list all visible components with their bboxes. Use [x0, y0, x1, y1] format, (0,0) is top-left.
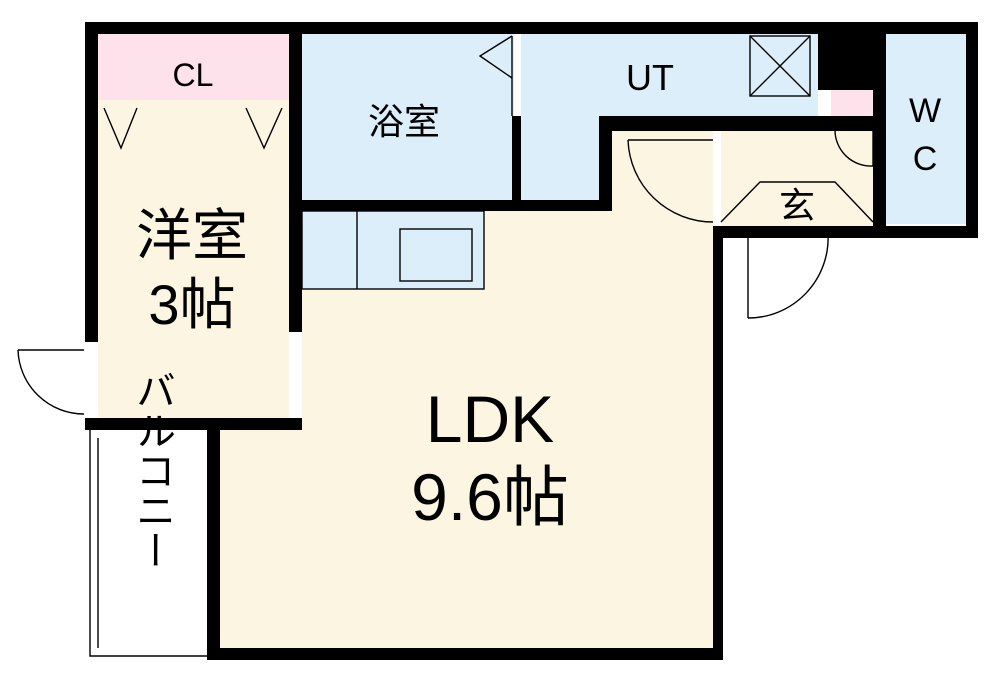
western-room-size: 3帖: [148, 273, 235, 336]
bathroom-label: 浴室: [368, 101, 440, 142]
wall-entry-side: [713, 226, 723, 660]
kitchen-sink: [399, 228, 473, 282]
utility-fixture-x2: [749, 35, 811, 97]
closet-area: [98, 34, 289, 100]
front-door-swing: [747, 233, 829, 319]
utility-label: UT: [626, 57, 674, 98]
utility-door-swing: [627, 139, 714, 223]
closet-label: CL: [173, 57, 214, 93]
utility-area-lower: [521, 116, 599, 200]
entrance-area: [721, 131, 873, 226]
wall-bath-bottom: [289, 200, 612, 211]
entrance-step: [720, 181, 874, 223]
wall-entrance-top: [713, 116, 873, 131]
utility-area: [521, 34, 818, 116]
western-room-label: 洋室: [136, 204, 248, 267]
ldk-label: LDK: [426, 382, 554, 456]
wall-western-bottom: [85, 418, 302, 430]
balcony-outline: [89, 430, 218, 657]
wall-western-right: [289, 22, 302, 332]
wall-top: [85, 22, 978, 34]
entrance-label: 玄: [779, 185, 815, 226]
balcony-area: [90, 430, 218, 656]
ldk-size: 9.6帖: [411, 460, 569, 534]
wall-right: [966, 22, 978, 238]
kitchen-counter: [302, 211, 484, 289]
wall-ut-bottom: [599, 116, 721, 131]
bath-door: [478, 35, 513, 79]
wall-bath-right: [512, 116, 521, 211]
toilet-door-swing: [834, 129, 874, 167]
wall-left-upper: [85, 22, 98, 342]
toilet-area: [886, 34, 966, 224]
shoe-box: [831, 90, 873, 118]
wall-ut-step: [599, 116, 612, 211]
utility-fixture: [749, 35, 811, 97]
wall-bottom: [207, 648, 723, 660]
wall-ldk-left: [207, 418, 220, 660]
wall-pillar: [818, 22, 886, 90]
toilet-label-c: C: [913, 140, 938, 178]
balcony-window-swing: [17, 349, 85, 415]
bathroom-area: [302, 34, 514, 200]
western-room-area: [98, 100, 289, 418]
closet-door-left: [103, 107, 138, 150]
toilet-label-w: W: [909, 92, 941, 130]
wall-right-bottom: [713, 226, 978, 238]
balcony-label: バルコニー: [130, 370, 174, 570]
closet-door-right: [245, 107, 283, 150]
